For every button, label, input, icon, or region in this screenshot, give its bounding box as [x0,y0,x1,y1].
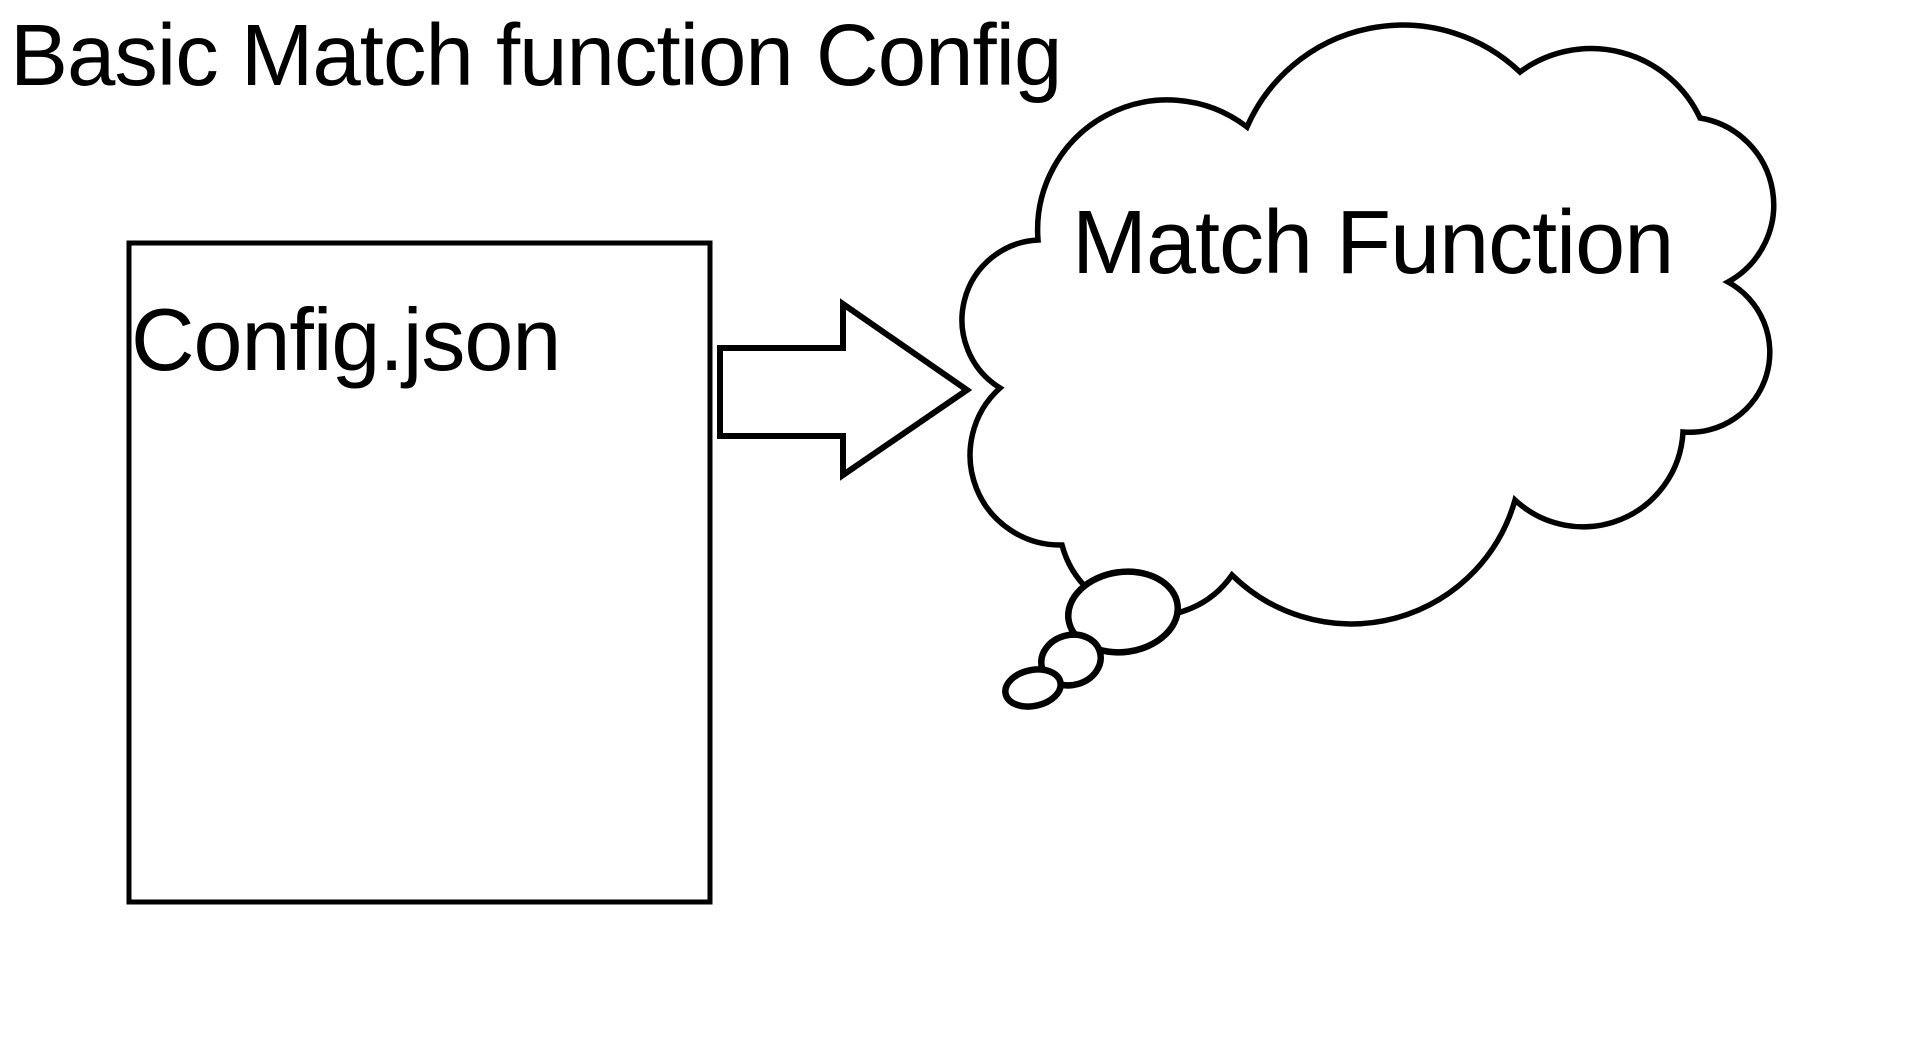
config-box-label: Config.json [131,290,561,389]
cloud-label: Match Function [1072,193,1674,293]
config-box-shape [126,240,713,905]
right-arrow-shape [717,298,973,481]
thought-cloud-shape [959,22,1777,627]
thought-tail-small-bubble [1002,666,1064,710]
page-title: Basic Match function Config [10,7,1062,104]
thought-tail-large-bubble [1065,568,1181,656]
